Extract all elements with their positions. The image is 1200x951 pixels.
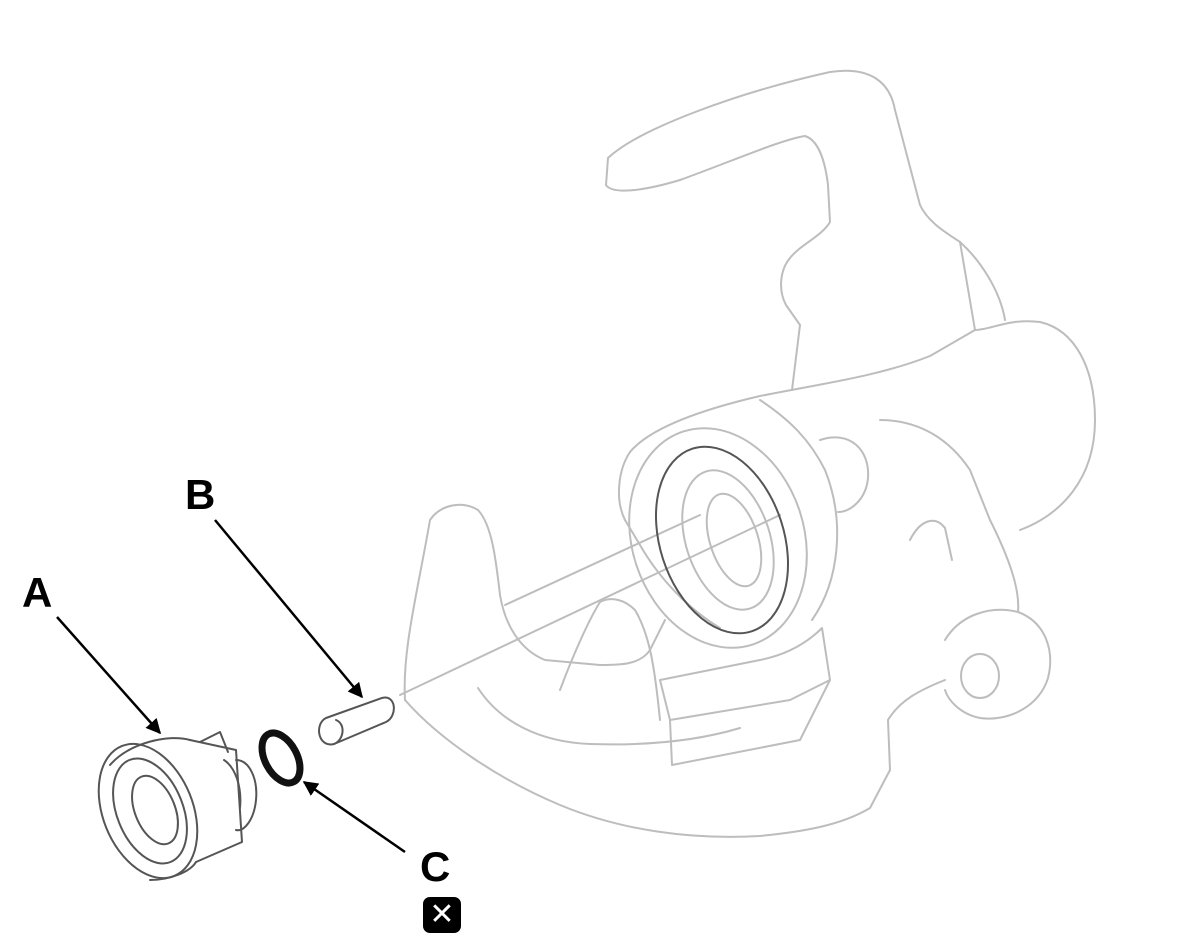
part-b-pin [318,696,395,746]
callout-label-b: B [185,471,216,518]
callout-label-c: C [420,843,451,890]
caliper-body-outline [399,69,1096,838]
leader-line-a [56,616,161,735]
part-a-piston-assembly [97,731,258,881]
leader-line-c [302,780,406,854]
callout-label-a: A [22,569,53,616]
leader-line-b [214,519,363,699]
part-c-o-ring [258,729,304,787]
replace-part-icon: ✕ [423,897,461,933]
